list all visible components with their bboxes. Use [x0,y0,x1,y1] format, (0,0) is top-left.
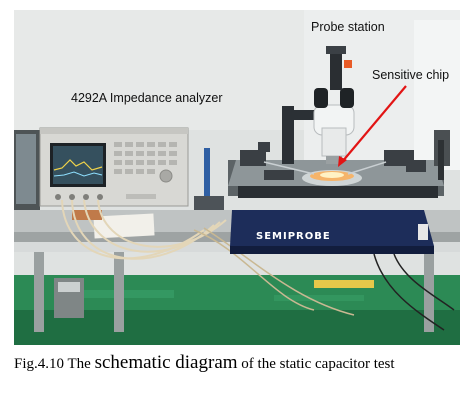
lab-photo: SEMIPROBE [14,10,460,345]
probe-station-label: Probe station [311,20,385,34]
sensitive-chip-label: Sensitive chip [372,68,450,82]
analyzer-label: 4292A Impedance analyzer [71,91,223,105]
machine-brand-text: SEMIPROBE [256,231,331,242]
lab-photo-illustration: SEMIPROBE [14,10,460,345]
caption-suffix: of the static capacitor test [237,356,395,372]
figure-caption: Fig.4.10 The schematic diagram of the st… [14,352,460,374]
caption-emphasis: schematic diagram [94,352,238,373]
pointer-arrow [341,85,407,163]
caption-prefix: Fig.4.10 The [14,356,95,372]
